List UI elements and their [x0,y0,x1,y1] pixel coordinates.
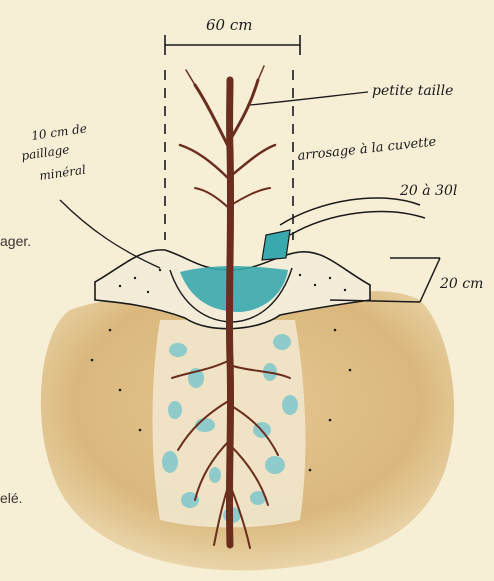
watering-spout [262,198,425,260]
width-dimension [165,35,300,55]
label-pruning: petite taille [372,83,453,99]
label-mulch-2: paillage [20,142,70,163]
label-watering: arrosage à la cuvette [297,134,437,164]
label-depth: 20 cm [439,276,483,292]
label-width: 60 cm [206,16,252,34]
label-mulch-3: minéral [38,163,86,183]
label-volume: 20 à 30l [399,183,457,199]
label-mulch-1: 10 cm de [30,121,87,143]
